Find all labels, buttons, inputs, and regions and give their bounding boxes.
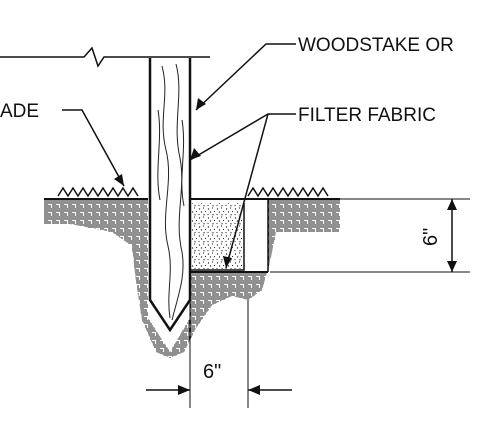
soil-section [44,199,340,358]
fence-break-line [0,46,210,68]
width-dimension-label: 6" [203,361,221,383]
backfill [192,203,242,269]
woodstake-label: WOODSTAKE OR [298,35,454,56]
woodstake-leader [195,43,296,111]
wood-stake [148,58,192,333]
depth-dimension-label: 6" [420,228,442,246]
fabric-leader-1 [189,113,296,161]
grade-label: ADE [0,101,39,122]
wood-grain [157,63,185,321]
grass-right [247,186,329,198]
filter-fabric-label: FILTER FABRIC [298,105,436,126]
fabric-leader-2 [225,113,269,269]
filter-fabric [190,203,245,271]
grass-left [57,186,139,198]
grade-leader [62,109,125,187]
